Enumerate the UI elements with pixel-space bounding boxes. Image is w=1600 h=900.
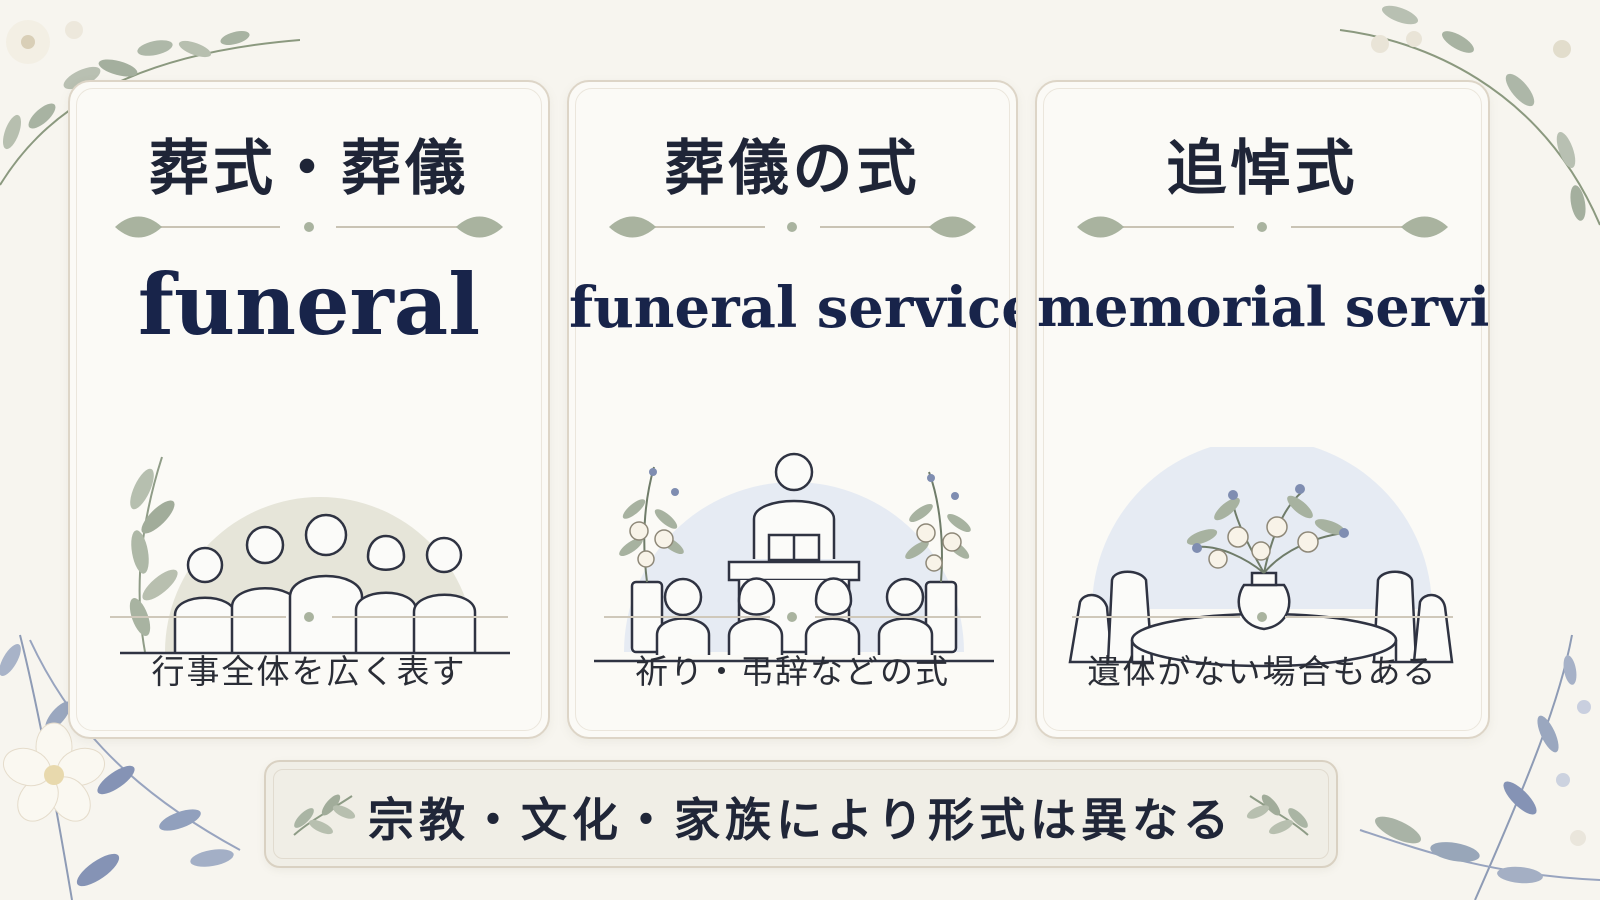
banner-text: 宗教・文化・家族により形式は異なる xyxy=(367,793,1235,847)
card-english-term: funeral service xyxy=(569,275,1018,341)
card-title: 葬儀の式 xyxy=(664,134,921,204)
left-leaf-sprig-icon xyxy=(293,794,356,836)
banner-border xyxy=(273,769,1329,859)
footer-banner: 宗教・文化・家族により形式は異なる xyxy=(264,760,1338,868)
right-leaf-sprig-icon xyxy=(1246,794,1309,836)
card-memorial-service: 追悼式 memorial service xyxy=(1035,80,1490,739)
card-funeral-service: 葬儀の式 funeral service xyxy=(567,80,1018,739)
caption-divider xyxy=(1072,612,1453,622)
top-left-foliage-icon xyxy=(0,20,300,186)
card-caption: 祈り・弔辞などの式 xyxy=(635,652,950,691)
group-of-people-icon xyxy=(120,456,510,655)
memorial-table-with-flowers-icon xyxy=(1068,447,1454,668)
leaf-divider-icon xyxy=(609,216,976,238)
bottom-left-flower-icon xyxy=(0,634,241,900)
card-caption: 遺体がない場合もある xyxy=(1087,652,1438,691)
bottom-right-foliage-icon xyxy=(1359,634,1600,900)
caption-divider xyxy=(604,612,981,622)
card-title: 追悼式 xyxy=(1166,134,1359,204)
leaf-divider-icon xyxy=(115,216,503,238)
card-funeral: 葬式・葬儀 funeral xyxy=(68,80,550,739)
card-english-term: funeral xyxy=(137,255,481,354)
card-caption: 行事全体を広く表す xyxy=(151,652,467,691)
card-english-term: memorial service xyxy=(1037,275,1490,339)
top-right-foliage-icon xyxy=(1339,5,1600,226)
leaf-divider-icon xyxy=(1077,216,1448,238)
caption-divider xyxy=(110,612,508,622)
card-title: 葬式・葬儀 xyxy=(149,134,469,204)
